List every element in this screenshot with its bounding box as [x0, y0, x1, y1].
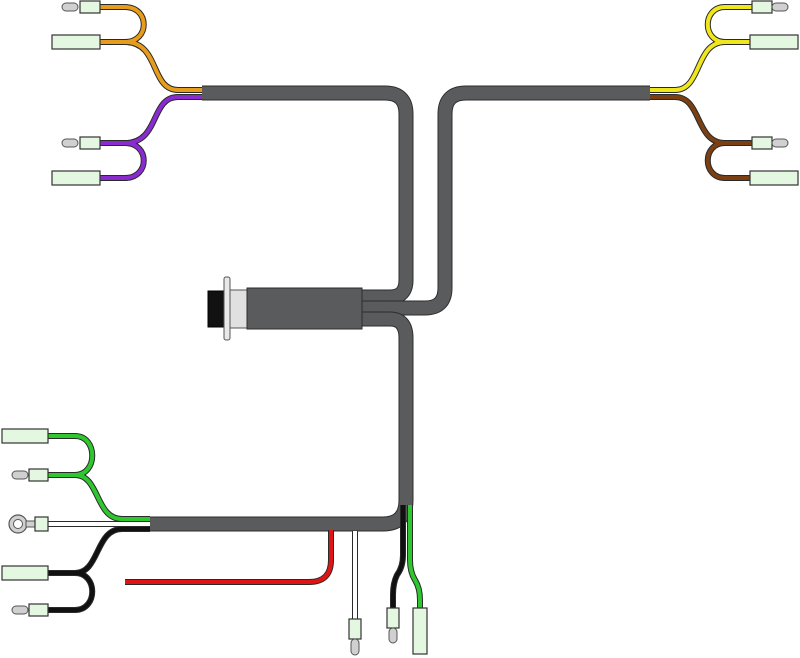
- wire-brown: [650, 94, 752, 181]
- wire-black-left: [48, 526, 150, 613]
- connector-black-socket: [1, 565, 49, 581]
- sheath-top-right: [362, 85, 650, 316]
- connector-white-drop-pin: [348, 618, 362, 656]
- sheath-bottom: [150, 311, 414, 532]
- wire-orange: [100, 4, 202, 93]
- connector-black-pin: [11, 603, 49, 617]
- connector-brown-socket: [749, 170, 799, 186]
- connector-brown-pin: [751, 136, 789, 150]
- wire-yellow: [650, 4, 752, 93]
- connector-purple-socket: [51, 170, 101, 186]
- wire-black-drop: [390, 505, 406, 608]
- wire-green-drop: [407, 505, 423, 608]
- connector-flange: [223, 276, 231, 341]
- wire-purple: [100, 94, 202, 181]
- connector-black-drop-pin: [386, 607, 400, 644]
- connector-yellow-socket: [749, 34, 799, 50]
- connector-green-pin: [11, 468, 49, 482]
- main-connector: [207, 276, 363, 341]
- wire-red: [125, 530, 334, 585]
- wire-green-left: [48, 433, 150, 522]
- ring-terminal-white: [8, 514, 49, 534]
- connector-orange-pin: [61, 0, 101, 14]
- connector-purple-pin: [61, 136, 101, 150]
- sheath-top-left: [202, 85, 414, 305]
- connector-body: [246, 287, 363, 330]
- connector-collar: [229, 289, 249, 329]
- connector-orange-socket: [51, 34, 101, 50]
- connector-green-socket: [1, 428, 49, 444]
- connector-green-drop-socket: [412, 607, 428, 655]
- connector-plug: [207, 290, 226, 328]
- connector-yellow-pin: [751, 0, 789, 14]
